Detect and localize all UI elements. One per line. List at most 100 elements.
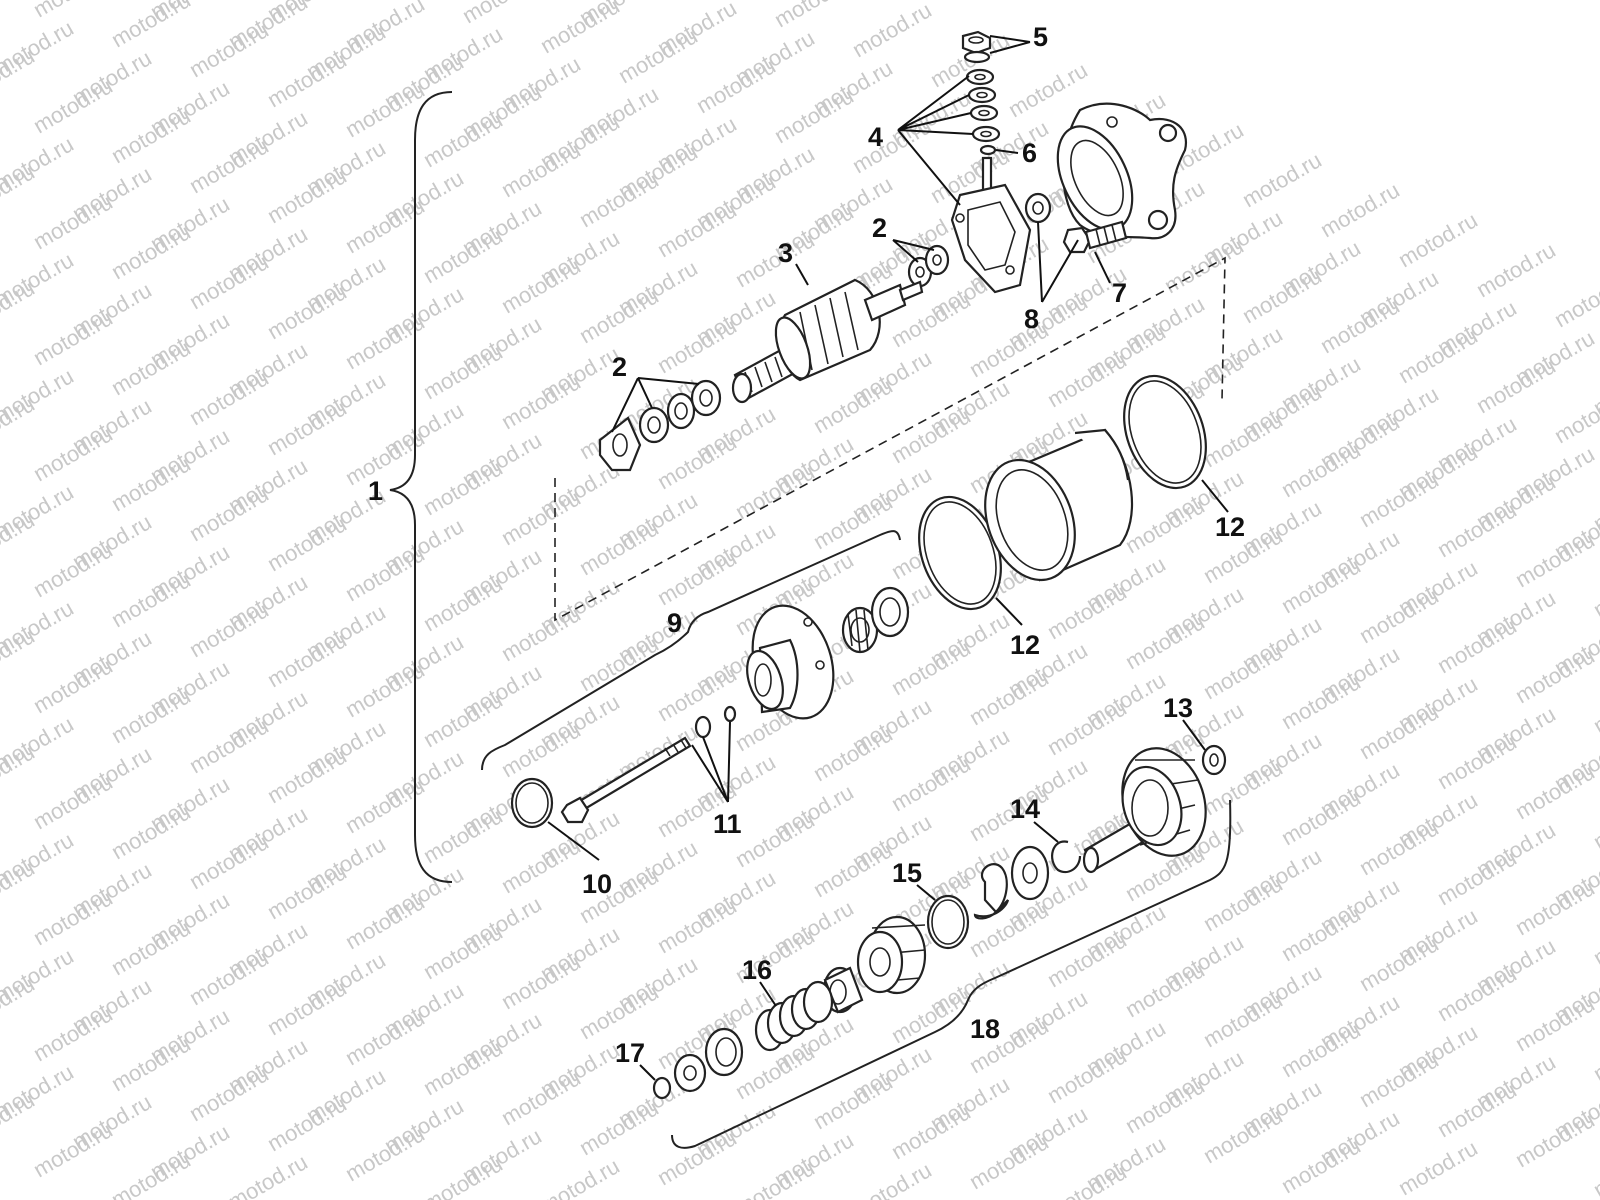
ball-bearing (870, 586, 910, 638)
watermark-text: motod.ru (1433, 845, 1521, 910)
watermark-text: motod.ru (1433, 497, 1521, 562)
watermark-text: motod.ru (965, 1129, 1053, 1194)
callout-10: 10 (582, 869, 612, 899)
watermark-text: motod.ru (263, 511, 351, 576)
spacer-washer (673, 1053, 707, 1093)
watermark-text: motod.ru (1589, 673, 1600, 738)
watermark-text: motod.ru (341, 1005, 429, 1070)
watermark-text: motod.ru (419, 223, 507, 288)
callout-11: 11 (713, 809, 742, 839)
watermark-text: motod.ru (107, 1031, 195, 1096)
leader-lines (547, 35, 1229, 1081)
watermark-text: motod.ru (965, 317, 1053, 382)
watermark-text: motod.ru (107, 0, 195, 52)
watermark-text: motod.ru (29, 189, 117, 254)
group-brace-18 (671, 799, 1232, 1149)
callout-14: 14 (1010, 794, 1040, 824)
watermark-text: motod.ru (419, 107, 507, 172)
watermark-text: motod.ru (1355, 699, 1443, 764)
watermark-text: motod.ru (29, 1001, 117, 1066)
group-brace-9 (481, 530, 901, 771)
circlip-17 (652, 1076, 672, 1100)
watermark-text: motod.ru (1316, 177, 1404, 242)
watermark-text: motod.ru (1394, 323, 1482, 388)
watermark-text: motod.ru (419, 1035, 507, 1100)
watermark-text: motod.ru (1199, 639, 1287, 704)
watermark-text: motod.ru (185, 1061, 273, 1126)
nut-5 (961, 30, 992, 64)
watermark-text: motod.ru (692, 53, 780, 118)
watermark-text: motod.ru (497, 1065, 585, 1130)
watermark-text: motod.ru (575, 283, 663, 348)
callout-13: 13 (1163, 693, 1193, 723)
watermark-text: motod.ru (1277, 553, 1365, 618)
watermark-text: motod.ru (1355, 815, 1443, 880)
watermark-text: motod.ru (575, 1095, 663, 1160)
watermark-text: motod.ru (341, 889, 429, 954)
washers-2-upper (907, 244, 950, 288)
callout-5: 5 (1033, 22, 1048, 52)
watermark-text: motod.ru (419, 455, 507, 520)
watermark-text: motod.ru (185, 17, 273, 82)
watermark-text: motod.ru (29, 421, 117, 486)
watermark-text: motod.ru (1277, 1133, 1365, 1198)
watermark-text: motod.ru (1316, 293, 1404, 358)
watermark-text: motod.ru (107, 567, 195, 632)
watermark-text: motod.ru (1511, 527, 1599, 592)
watermark-text: motod.ru (263, 163, 351, 228)
watermark-text: motod.ru (1121, 493, 1209, 558)
watermark-text: motod.ru (185, 829, 273, 894)
watermark-text: motod.ru (263, 279, 351, 344)
watermark-text: motod.ru (1199, 1103, 1287, 1168)
watermark-text: motod.ru (575, 979, 663, 1044)
washer-13 (1201, 744, 1227, 776)
watermark-text: motod.ru (1511, 991, 1599, 1056)
watermark-text: motod.ru (341, 1121, 429, 1186)
watermark-text: motod.ru (887, 635, 975, 700)
watermark-text: motod.ru (731, 459, 819, 524)
stopper (704, 1027, 744, 1077)
watermark-text: motod.ru (653, 893, 741, 958)
watermark-text: motod.ru (1355, 467, 1443, 532)
front-housing-9 (746, 604, 835, 720)
watermark-text: motod.ru (107, 1147, 195, 1200)
watermark-text: motod.ru (263, 395, 351, 460)
watermark-text: motod.ru (731, 807, 819, 872)
watermark-text: motod.ru (29, 769, 117, 834)
split-collar (973, 863, 1010, 920)
callout-3: 3 (778, 238, 793, 268)
callout-16: 16 (742, 955, 772, 985)
callout-12-upper: 12 (1215, 512, 1245, 542)
spring-16 (754, 980, 834, 1052)
watermark-text: motod.ru (29, 73, 117, 138)
watermark-text: motod.ru (29, 653, 117, 718)
watermark-text: motod.ru (575, 515, 663, 580)
watermark-text: motod.ru (107, 799, 195, 864)
watermark-text: motod.ru (224, 1149, 312, 1200)
watermark-text: motod.ru (263, 743, 351, 808)
watermark-text: motod.ru (419, 1151, 507, 1200)
watermark-text: motod.ru (809, 1069, 897, 1134)
watermark-text: motod.ru (809, 489, 897, 554)
watermark-text: motod.ru (1043, 579, 1131, 644)
callout-8: 8 (1024, 304, 1039, 334)
watermark-text: motod.ru (29, 305, 117, 370)
callout-18: 18 (970, 1014, 1000, 1044)
watermark-text: motod.ru (419, 919, 507, 984)
watermark-text: motod.ru (1472, 237, 1560, 302)
watermark-text: motod.ru (809, 837, 897, 902)
o-ring-12-upper (1123, 374, 1207, 490)
watermark-text: motod.ru (185, 597, 273, 662)
watermark-text: motod.ru (1043, 695, 1131, 760)
watermark-text: motod.ru (1199, 871, 1287, 936)
watermark-text: motod.ru (107, 103, 195, 168)
watermark-text: motod.ru (1472, 353, 1560, 418)
watermark-text: motod.ru (1511, 759, 1599, 824)
callout-2-upper: 2 (872, 213, 887, 243)
watermark-text: motod.ru (1433, 613, 1521, 678)
watermark-text: motod.ru (809, 721, 897, 786)
watermark-text: motod.ru (497, 601, 585, 666)
watermark-text: motod.ru (731, 1155, 819, 1200)
end-housing (1056, 102, 1188, 240)
watermark-text: motod.ru (965, 665, 1053, 730)
